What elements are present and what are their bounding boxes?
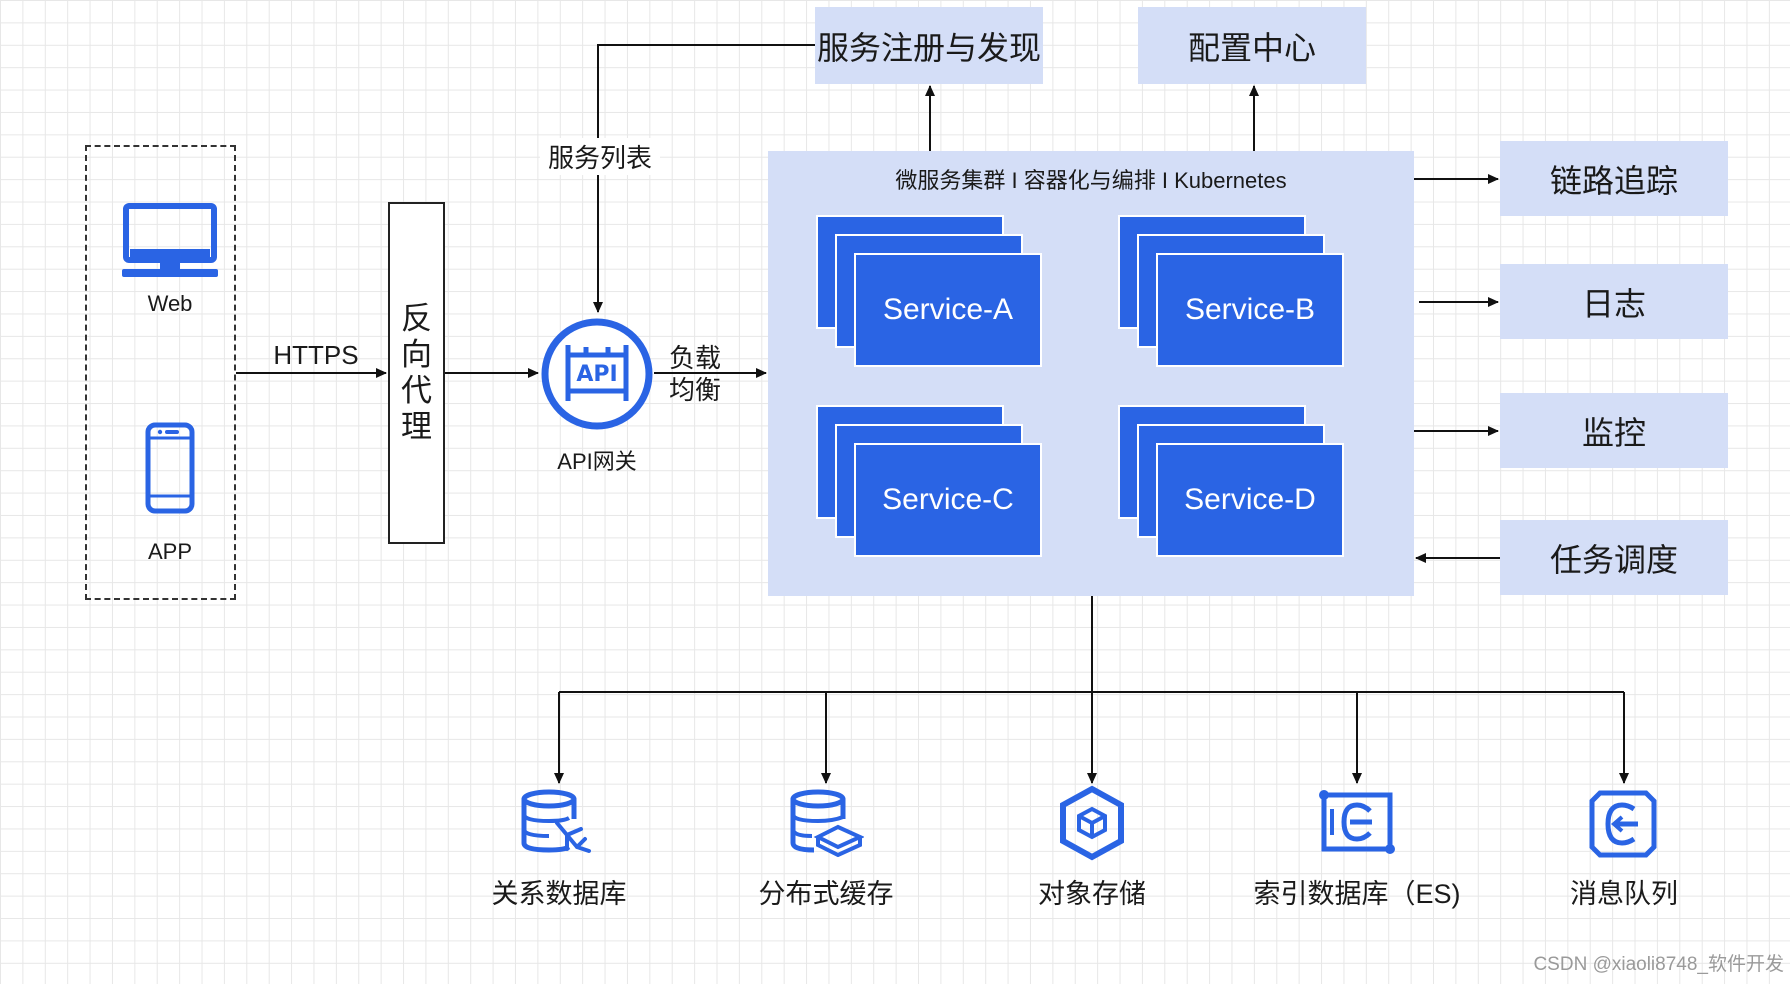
load-balance-label: 负载 均衡 (662, 342, 728, 406)
proxy-label-char: 代 (401, 373, 432, 408)
config-center-box: 配置中心 (1138, 7, 1366, 84)
web-label: Web (147, 291, 193, 316)
service-registry-box: 服务注册与发现 (815, 7, 1043, 84)
api-gateway-label: API网关 (557, 449, 637, 474)
https-label: HTTPS (273, 340, 359, 370)
proxy-label-char: 向 (401, 337, 432, 372)
logging-box: 日志 (1500, 264, 1728, 339)
service-d-card: Service-D (1156, 443, 1344, 557)
relational-database-label: 关系数据库 (491, 879, 627, 909)
service-a-card: Service-A (854, 253, 1042, 367)
load-balance-line: 均衡 (668, 375, 721, 405)
api-gateway-icon: API (541, 318, 653, 430)
service-c-card: Service-C (854, 443, 1042, 557)
monitor-icon (122, 203, 218, 277)
reverse-proxy-box: 反 向 代 理 (388, 202, 445, 544)
mobile-phone-icon (145, 422, 195, 514)
tracing-box: 链路追踪 (1500, 141, 1728, 216)
search-index-label: 索引数据库（ES) (1253, 879, 1461, 909)
relational-database-icon (521, 789, 591, 853)
service-b-card: Service-B (1156, 253, 1344, 367)
object-storage-icon (1060, 785, 1124, 861)
app-label: APP (147, 539, 193, 564)
api-icon-text: API (576, 362, 617, 387)
message-queue-icon (1589, 790, 1657, 858)
object-storage-label: 对象存储 (1038, 879, 1146, 909)
service-list-label: 服务列表 (540, 138, 660, 175)
proxy-label-char: 反 (401, 301, 432, 336)
proxy-label-char: 理 (401, 409, 432, 444)
search-index-icon (1319, 790, 1395, 854)
cluster-title: 微服务集群 I 容器化与编排 I Kubernetes (895, 168, 1287, 193)
task-scheduler-box: 任务调度 (1500, 520, 1728, 595)
distributed-cache-icon (790, 789, 864, 857)
client-group (85, 145, 236, 600)
microservice-cluster: 微服务集群 I 容器化与编排 I Kubernetes Service-A Se… (768, 151, 1414, 596)
message-queue-label: 消息队列 (1570, 879, 1678, 909)
watermark: CSDN @xiaoli8748_软件开发 (1533, 954, 1784, 975)
monitoring-box: 监控 (1500, 393, 1728, 468)
load-balance-line: 负载 (668, 343, 721, 373)
distributed-cache-label: 分布式缓存 (758, 879, 894, 909)
service-list-connector (593, 44, 815, 313)
